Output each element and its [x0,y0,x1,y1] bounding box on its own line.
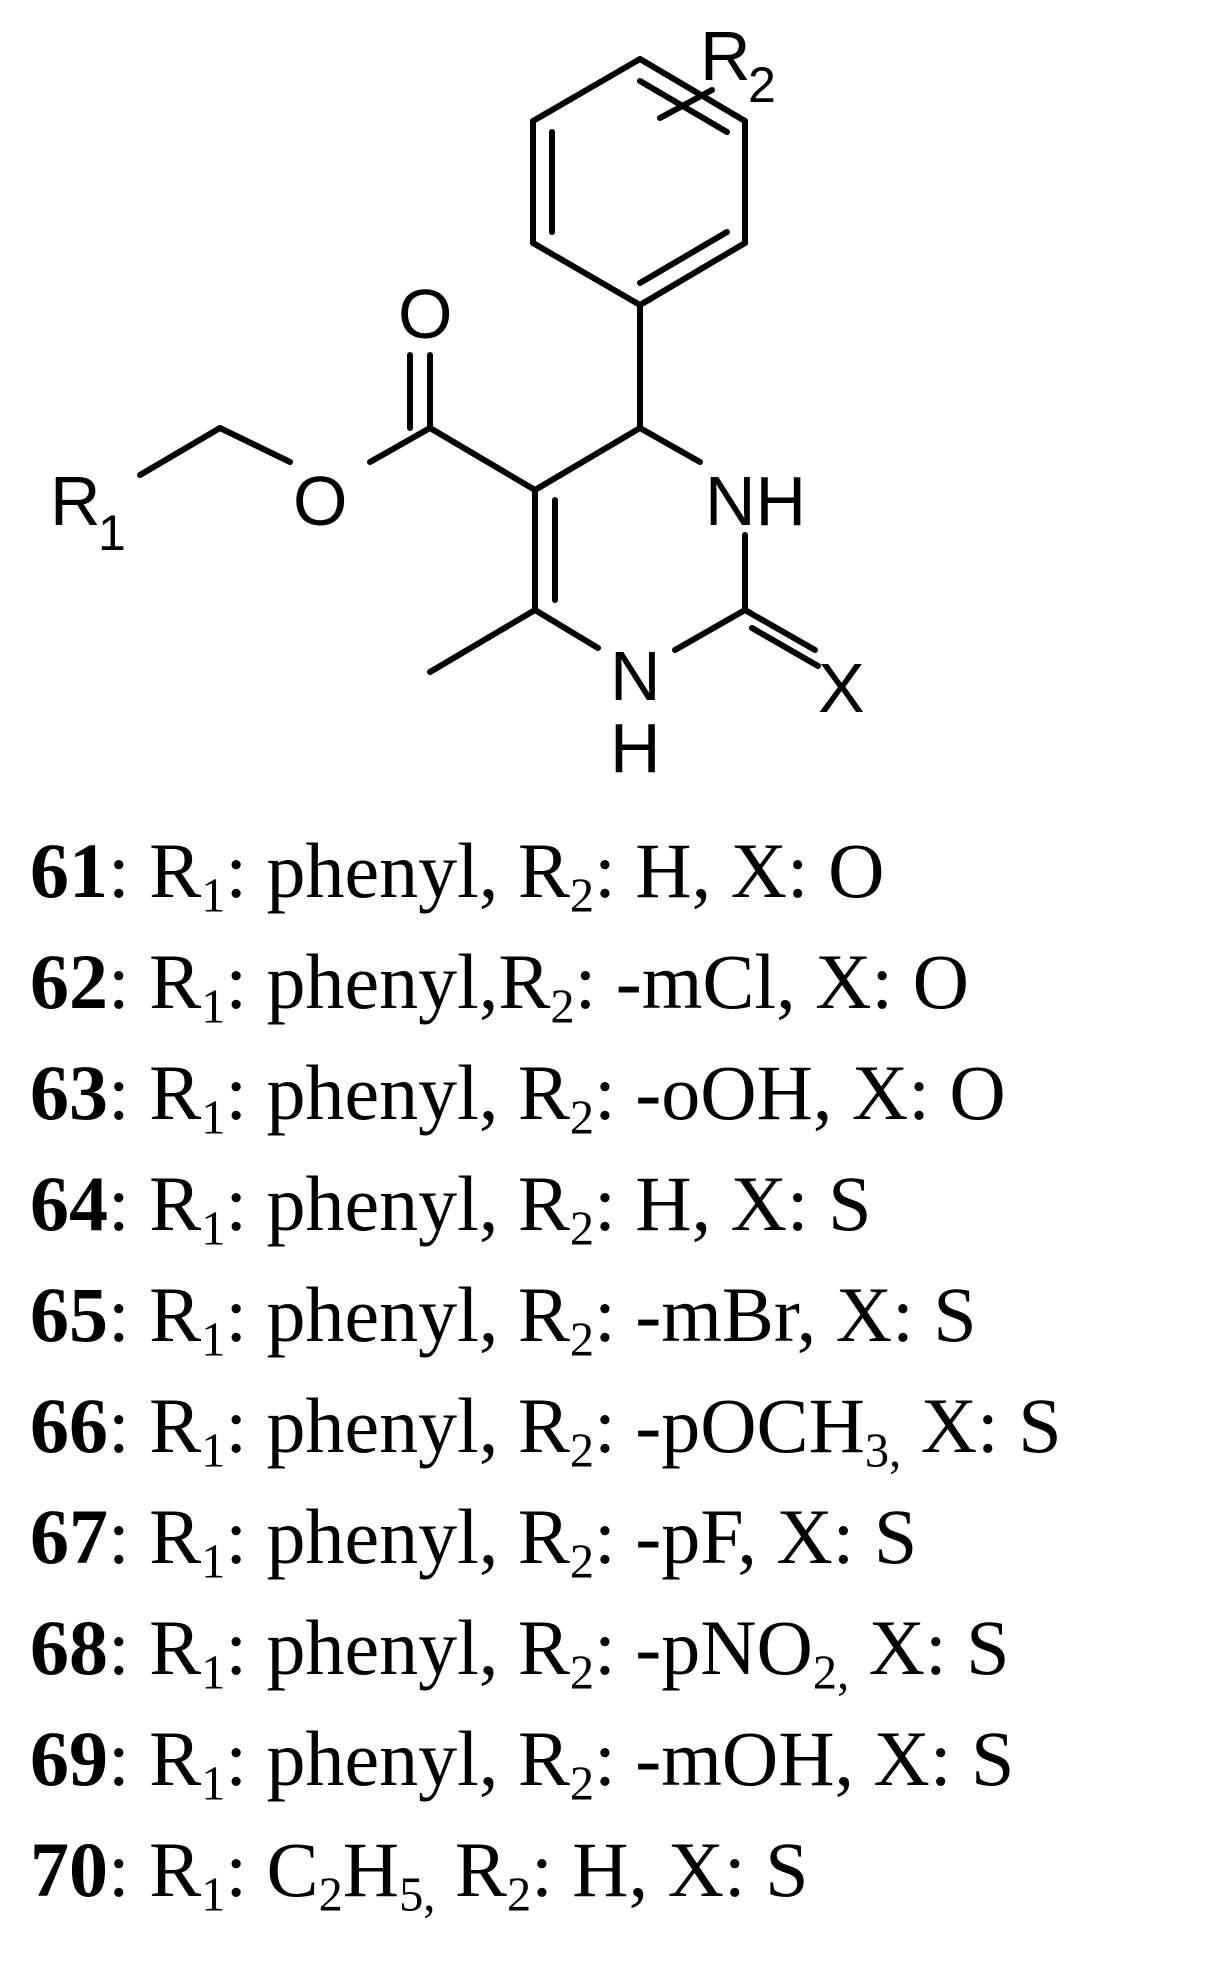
r1-label: R [50,462,101,540]
nh-bottom-h-label: H [610,709,661,787]
compound-id: 62 [30,938,108,1025]
compound-id: 66 [30,1382,108,1469]
compound-description: : R1: phenyl, R2: -mOH, X: S [108,1715,1015,1811]
compound-id: 68 [30,1604,108,1691]
x-label: X [818,649,865,727]
compound-id: 70 [30,1826,108,1913]
compound-id: 67 [30,1493,108,1580]
ester-group [137,352,538,493]
compound-description: : R1: C2H5, R2: H, X: S [108,1826,809,1922]
compound-description: : R1: phenyl, R2: -oOH, X: O [108,1049,1006,1145]
compound-row: 64: R1: phenyl, R2: H, X: S [30,1148,1210,1259]
compound-row: 63: R1: phenyl, R2: -oOH, X: O [30,1037,1210,1148]
compound-description: : R1: phenyl, R2: -pF, X: S [108,1493,918,1589]
nh-top-label: NH [705,462,806,540]
pyrimidine-ring [427,302,821,675]
compound-description: : R1: phenyl, R2: H, X: S [108,1160,872,1256]
compound-description: : R1: phenyl, R2: -mBr, X: S [108,1271,977,1367]
compound-row: 66: R1: phenyl, R2: -pOCH3, X: S [30,1370,1210,1481]
nh-bottom-n-label: N [610,637,661,715]
compound-description: : R1: phenyl, R2: -pOCH3, X: S [108,1382,1062,1478]
compound-id: 69 [30,1715,108,1802]
chemical-structure: R 2 O O R 1 NH N H X [50,17,865,787]
r2-label: R [700,17,751,95]
compound-id: 64 [30,1160,108,1247]
compound-id: 65 [30,1271,108,1358]
phenyl-ring [530,56,748,308]
compound-row: 69: R1: phenyl, R2: -mOH, X: S [30,1703,1210,1814]
r1-subscript: 1 [98,505,126,561]
compound-row: 67: R1: phenyl, R2: -pF, X: S [30,1481,1210,1592]
compound-description: : R1: phenyl, R2: H, X: O [108,827,885,923]
compound-row: 65: R1: phenyl, R2: -mBr, X: S [30,1259,1210,1370]
compound-id: 61 [30,827,108,914]
ester-oxygen-label: O [293,462,347,540]
compound-description: : R1: phenyl, R2: -pNO2, X: S [108,1604,1010,1700]
compound-row: 61: R1: phenyl, R2: H, X: O [30,815,1210,926]
compound-id: 63 [30,1049,108,1136]
compound-row: 62: R1: phenyl,R2: -mCl, X: O [30,926,1210,1037]
r2-subscript: 2 [748,57,776,113]
compound-row: 68: R1: phenyl, R2: -pNO2, X: S [30,1592,1210,1703]
carbonyl-oxygen-label: O [398,275,452,353]
compound-description: : R1: phenyl,R2: -mCl, X: O [108,938,969,1034]
compound-row: 70: R1: C2H5, R2: H, X: S [30,1814,1210,1925]
